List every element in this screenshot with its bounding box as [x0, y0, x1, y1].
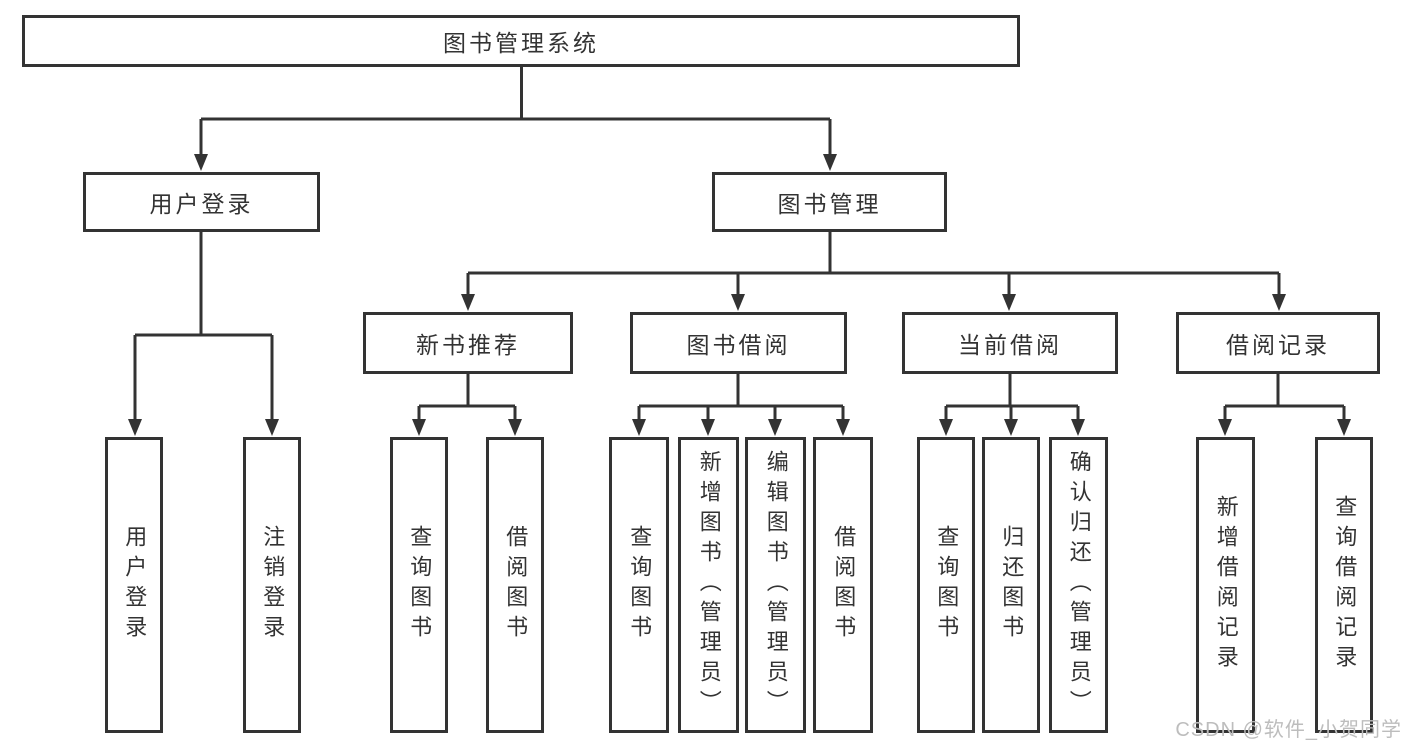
leaf-query-borrow-record-label: 查询借阅记录: [1332, 495, 1358, 675]
leaf-query-books-3-label: 查询图书: [934, 525, 960, 645]
leaf-user-login-label: 用户登录: [122, 525, 148, 645]
leaf-return-book-label: 归还图书: [999, 525, 1025, 645]
leaf-query-books-3: 查询图书: [917, 437, 975, 733]
arrowheads: [128, 154, 1351, 436]
leaf-edit-book-admin-label: 编辑图书（管理员）: [763, 450, 789, 720]
leaf-borrow-books-1: 借阅图书: [486, 437, 544, 733]
node-current-borrow: 当前借阅: [902, 312, 1118, 374]
leaf-logout-label: 注销登录: [260, 525, 286, 645]
leaf-confirm-return-admin-label: 确认归还（管理员）: [1066, 450, 1092, 720]
leaf-confirm-return-admin: 确认归还（管理员）: [1049, 437, 1108, 733]
watermark: CSDN @软件_小贺同学: [1175, 719, 1402, 741]
leaf-query-borrow-record: 查询借阅记录: [1315, 437, 1373, 733]
leaf-edit-book-admin: 编辑图书（管理员）: [745, 437, 806, 733]
leaf-add-borrow-record-label: 新增借阅记录: [1213, 495, 1239, 675]
node-root: 图书管理系统: [22, 15, 1020, 67]
node-new-book-recommend: 新书推荐: [363, 312, 573, 374]
leaf-query-books-1: 查询图书: [390, 437, 448, 733]
leaf-add-book-admin: 新增图书（管理员）: [678, 437, 739, 733]
leaf-borrow-books-2: 借阅图书: [813, 437, 873, 733]
node-user-login: 用户登录: [83, 172, 320, 232]
leaf-add-book-admin-label: 新增图书（管理员）: [696, 450, 722, 720]
node-book-management: 图书管理: [712, 172, 947, 232]
leaf-logout: 注销登录: [243, 437, 301, 733]
node-current-borrow-label: 当前借阅: [958, 332, 1062, 358]
node-root-label: 图书管理系统: [443, 30, 599, 56]
node-borrow-records-label: 借阅记录: [1226, 332, 1330, 358]
node-user-login-label: 用户登录: [149, 191, 254, 217]
leaf-return-book: 归还图书: [982, 437, 1040, 733]
leaf-borrow-books-2-label: 借阅图书: [831, 525, 857, 645]
node-book-borrow: 图书借阅: [630, 312, 847, 374]
leaf-query-books-2-label: 查询图书: [627, 525, 653, 645]
leaf-query-books-1-label: 查询图书: [407, 525, 433, 645]
node-book-management-label: 图书管理: [777, 191, 882, 217]
leaf-borrow-books-1-label: 借阅图书: [503, 525, 529, 645]
leaf-add-borrow-record: 新增借阅记录: [1196, 437, 1255, 733]
node-book-borrow-label: 图书借阅: [686, 332, 791, 358]
node-borrow-records: 借阅记录: [1176, 312, 1380, 374]
leaf-user-login: 用户登录: [105, 437, 163, 733]
leaf-query-books-2: 查询图书: [609, 437, 669, 733]
node-new-book-recommend-label: 新书推荐: [416, 332, 520, 358]
